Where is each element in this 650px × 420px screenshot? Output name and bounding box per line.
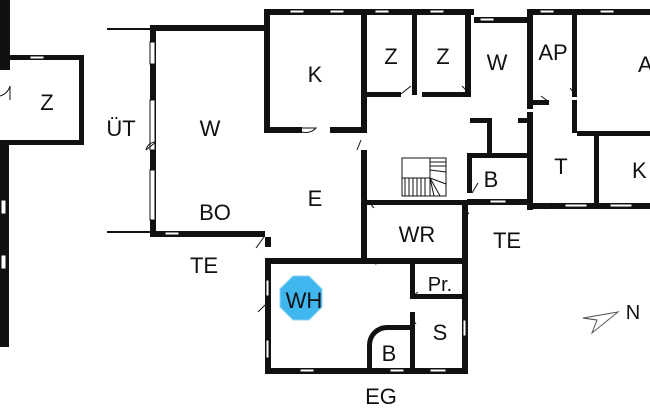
floor-label: EG [365, 384, 397, 409]
windows [149, 9, 633, 373]
room-label-z1: Z [384, 44, 397, 69]
marker-label-wh: WH [286, 288, 323, 313]
octagon-marker [279, 275, 323, 321]
room-label-pr: Pr. [428, 274, 452, 296]
room-label-b-upper: B [484, 167, 499, 192]
staircase [401, 157, 447, 197]
north-label: N [626, 302, 640, 324]
room-label-w-right: W [487, 50, 508, 75]
left-building [0, 0, 84, 347]
room-labels: Z ÜT W BO K E Z Z W AP A T K B WR TE TE … [40, 40, 650, 409]
north-arrow [582, 311, 620, 335]
room-label-bo: BO [199, 200, 231, 225]
room-label-w-main: W [200, 116, 221, 141]
doors [145, 85, 578, 325]
room-label-t: T [554, 154, 567, 179]
room-label-wr: WR [399, 222, 436, 247]
room-label-te-right: TE [493, 228, 521, 253]
room-label-z2: Z [436, 44, 449, 69]
room-label-te-left: TE [190, 253, 218, 278]
room-label-b-lower: B [382, 341, 397, 366]
room-label-z-left: Z [40, 90, 53, 115]
room-label-k-main: K [308, 62, 323, 87]
room-label-a-right: A [638, 52, 650, 77]
room-label-s: S [433, 320, 448, 345]
room-label-ut: ÜT [106, 116, 135, 141]
main-building-walls [107, 9, 650, 374]
room-label-ap: AP [538, 40, 567, 65]
room-label-k-right: K [632, 158, 647, 183]
room-label-e: E [308, 186, 323, 211]
